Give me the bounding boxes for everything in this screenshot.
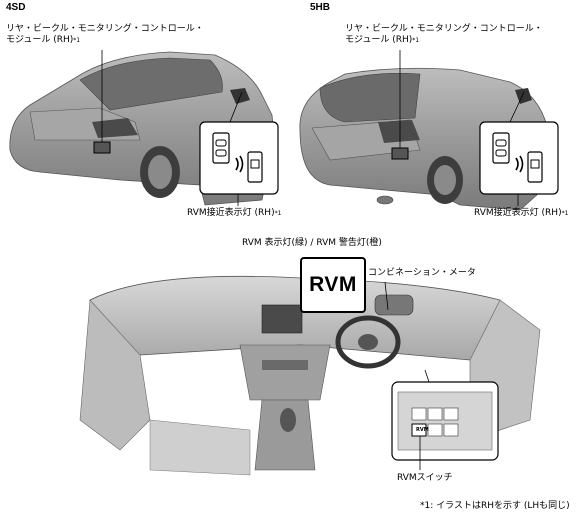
sedan-module-label-line1: リヤ・ビークル・モニタリング・コントロール・ (6, 24, 204, 34)
hatchback-module-label-line2: モジュール (RH) (345, 35, 413, 45)
rvm-light-label: RVM 表示灯(緑) / RVM 警告灯(橙) (242, 238, 382, 248)
footnote: *1: イラストはRHを示す (LHも同じ) (420, 501, 570, 511)
sedan-heading: 4SD (6, 2, 26, 13)
dashboard-illustration (79, 265, 541, 476)
hatchback-indicator-note-mark: *1 (561, 210, 569, 217)
hatchback-module-label-line1: リヤ・ビークル・モニタリング・コントロール・ (345, 24, 543, 34)
hatchback-indicator-inset (479, 121, 559, 206)
sedan-car-illustration (9, 50, 274, 206)
combination-meter-label: コンビネーション・メータ (368, 268, 476, 278)
rvm-switch-mini-label: RVM (416, 427, 429, 433)
sedan-module-label: リヤ・ビークル・モニタリング・コントロール・ モジュール (RH)*1 (6, 24, 204, 46)
hatchback-module-note-mark: *1 (412, 37, 420, 44)
hatchback-indicator-label: RVM接近表示灯 (RH)*1 (474, 208, 568, 219)
sedan-indicator-label: RVM接近表示灯 (RH)*1 (187, 208, 281, 219)
sedan-module-label-line2: モジュール (RH) (6, 35, 74, 45)
hatchback-indicator-label-text: RVM接近表示灯 (RH) (474, 208, 562, 218)
switch-inset (391, 381, 499, 470)
hatchback-heading: 5HB (310, 2, 331, 13)
rvm-badge: RVM (300, 257, 366, 313)
rvm-switch-label: RVMスイッチ (397, 473, 453, 483)
sedan-indicator-inset (199, 121, 279, 206)
hatchback-module-label: リヤ・ビークル・モニタリング・コントロール・ モジュール (RH)*1 (345, 24, 543, 46)
sedan-module-note-mark: *1 (73, 37, 81, 44)
sedan-indicator-note-mark: *1 (274, 210, 282, 217)
sedan-indicator-label-text: RVM接近表示灯 (RH) (187, 208, 275, 218)
